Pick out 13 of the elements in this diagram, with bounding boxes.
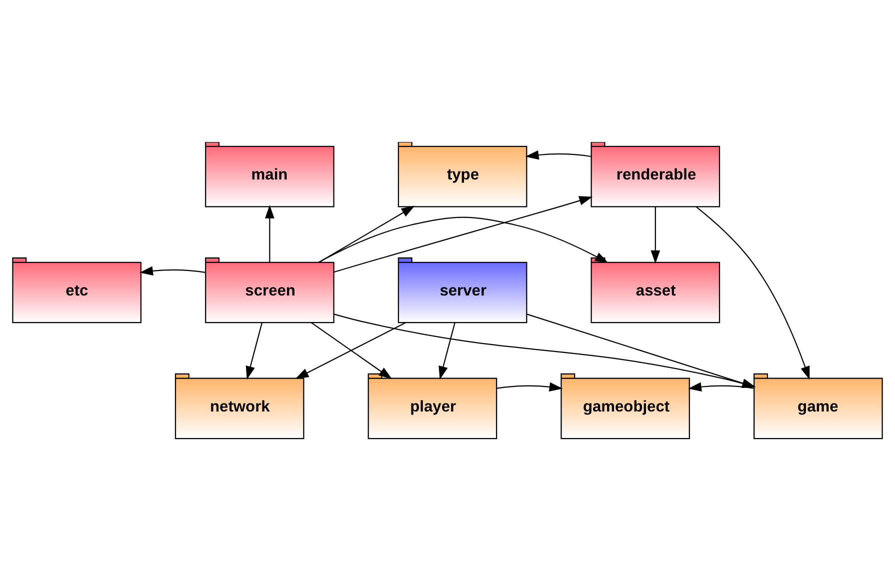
arrow: [525, 150, 592, 160]
arrow: [334, 196, 593, 273]
arrow: [496, 382, 563, 392]
arrow: [696, 206, 810, 380]
arrow: [140, 266, 206, 276]
arrow: [438, 322, 456, 380]
arrow: [688, 382, 754, 392]
arrow: [318, 216, 608, 264]
arrow: [650, 206, 660, 264]
arrow: [246, 322, 263, 380]
arrow: [265, 204, 274, 262]
arrow: [295, 322, 406, 379]
arrow: [310, 322, 392, 380]
